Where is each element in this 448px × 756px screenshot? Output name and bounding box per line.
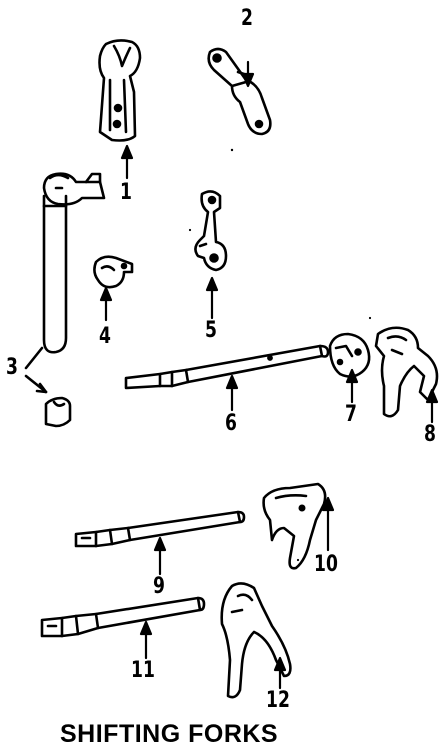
callout-3: 3 bbox=[6, 355, 18, 380]
callout-3-arrowhead bbox=[35, 382, 48, 394]
callout-leaders bbox=[99, 60, 439, 690]
part-10-shift-fork bbox=[262, 482, 327, 570]
part-1-shift-lever bbox=[98, 39, 142, 142]
callout-12: 12 bbox=[266, 688, 290, 713]
callout-7: 7 bbox=[345, 402, 357, 427]
callout-10: 10 bbox=[314, 552, 338, 577]
callout-3-leader-a bbox=[24, 346, 44, 370]
callout-9: 9 bbox=[153, 574, 165, 599]
part-2-selector-arm bbox=[207, 47, 272, 136]
callout-2: 2 bbox=[241, 6, 253, 31]
part-3-shift-rod bbox=[42, 172, 106, 354]
callout-8: 8 bbox=[424, 422, 436, 447]
diagram-title: SHIFTING FORKS bbox=[60, 720, 279, 748]
part-11-shift-rail bbox=[40, 596, 206, 638]
part-5-lever bbox=[194, 190, 228, 272]
callout-1: 1 bbox=[120, 180, 132, 205]
callout-4: 4 bbox=[99, 324, 111, 349]
part-6-shift-rail bbox=[124, 344, 330, 390]
part-7-shift-block bbox=[328, 332, 371, 378]
part-4-clip bbox=[93, 255, 134, 289]
callout-11: 11 bbox=[131, 658, 155, 683]
callout-6: 6 bbox=[225, 411, 237, 436]
part-8-shift-fork bbox=[374, 326, 439, 418]
part-9-shift-rail bbox=[74, 510, 246, 548]
part-12-shift-fork bbox=[220, 582, 292, 699]
scan-specks bbox=[188, 148, 372, 562]
callout-5: 5 bbox=[205, 318, 217, 343]
part-3-bushing bbox=[44, 396, 72, 428]
